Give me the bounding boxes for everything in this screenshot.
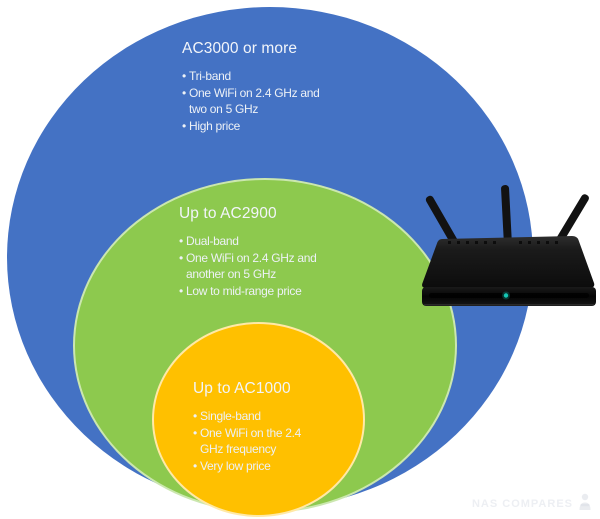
- bullet-line: two on 5 GHz: [189, 102, 259, 116]
- bullet-line: Tri-band: [189, 69, 231, 83]
- bullet-line: another on 5 GHz: [186, 267, 276, 281]
- bullet-line: Low to mid-range price: [186, 284, 302, 298]
- bullet-line: Dual-band: [186, 234, 239, 248]
- bullet-item: One WiFi on the 2.4 GHz frequency: [193, 425, 345, 457]
- circle-title: Up to AC2900: [179, 205, 277, 222]
- bullet-list: Dual-band One WiFi on 2.4 GHz and anothe…: [179, 233, 369, 299]
- bullet-item: One WiFi on 2.4 GHz and two on 5 GHz: [182, 85, 372, 117]
- bullet-item: Dual-band: [179, 233, 369, 249]
- bullet-list: Tri-band One WiFi on 2.4 GHz and two on …: [182, 68, 372, 134]
- bullet-item: Tri-band: [182, 68, 372, 84]
- bullet-line: One WiFi on 2.4 GHz and: [189, 86, 320, 100]
- bullet-line: One WiFi on 2.4 GHz and: [186, 251, 317, 265]
- bullet-item: Single-band: [193, 408, 345, 424]
- watermark-text: NAS COMPARES: [471, 498, 573, 510]
- bullet-item: One WiFi on 2.4 GHz and another on 5 GHz: [179, 250, 369, 282]
- bullet-line: Single-band: [200, 409, 261, 423]
- circle-title: AC3000 or more: [182, 40, 298, 57]
- watermark: NAS COMPARES: [472, 493, 592, 511]
- bullet-line: One WiFi on the 2.4: [200, 426, 302, 440]
- bullet-item: High price: [182, 118, 372, 134]
- bullet-line: GHz frequency: [200, 442, 277, 456]
- bullet-item: Very low price: [193, 458, 345, 474]
- ac3000-text-block: AC3000 or more Tri-band One WiFi on 2.4 …: [182, 39, 372, 135]
- bullet-line: High price: [189, 119, 241, 133]
- bullet-list: Single-band One WiFi on the 2.4 GHz freq…: [193, 408, 345, 474]
- router-led: [503, 293, 509, 298]
- bullet-line: Very low price: [200, 459, 271, 473]
- watermark-mascot-icon: [579, 493, 591, 510]
- wireless-router-icon: [422, 185, 596, 306]
- bullet-item: Low to mid-range price: [179, 283, 369, 299]
- circle-title: Up to AC1000: [193, 380, 291, 397]
- ac1000-text-block: Up to AC1000 Single-band One WiFi on the…: [193, 379, 345, 475]
- ac2900-text-block: Up to AC2900 Dual-band One WiFi on 2.4 G…: [179, 204, 369, 300]
